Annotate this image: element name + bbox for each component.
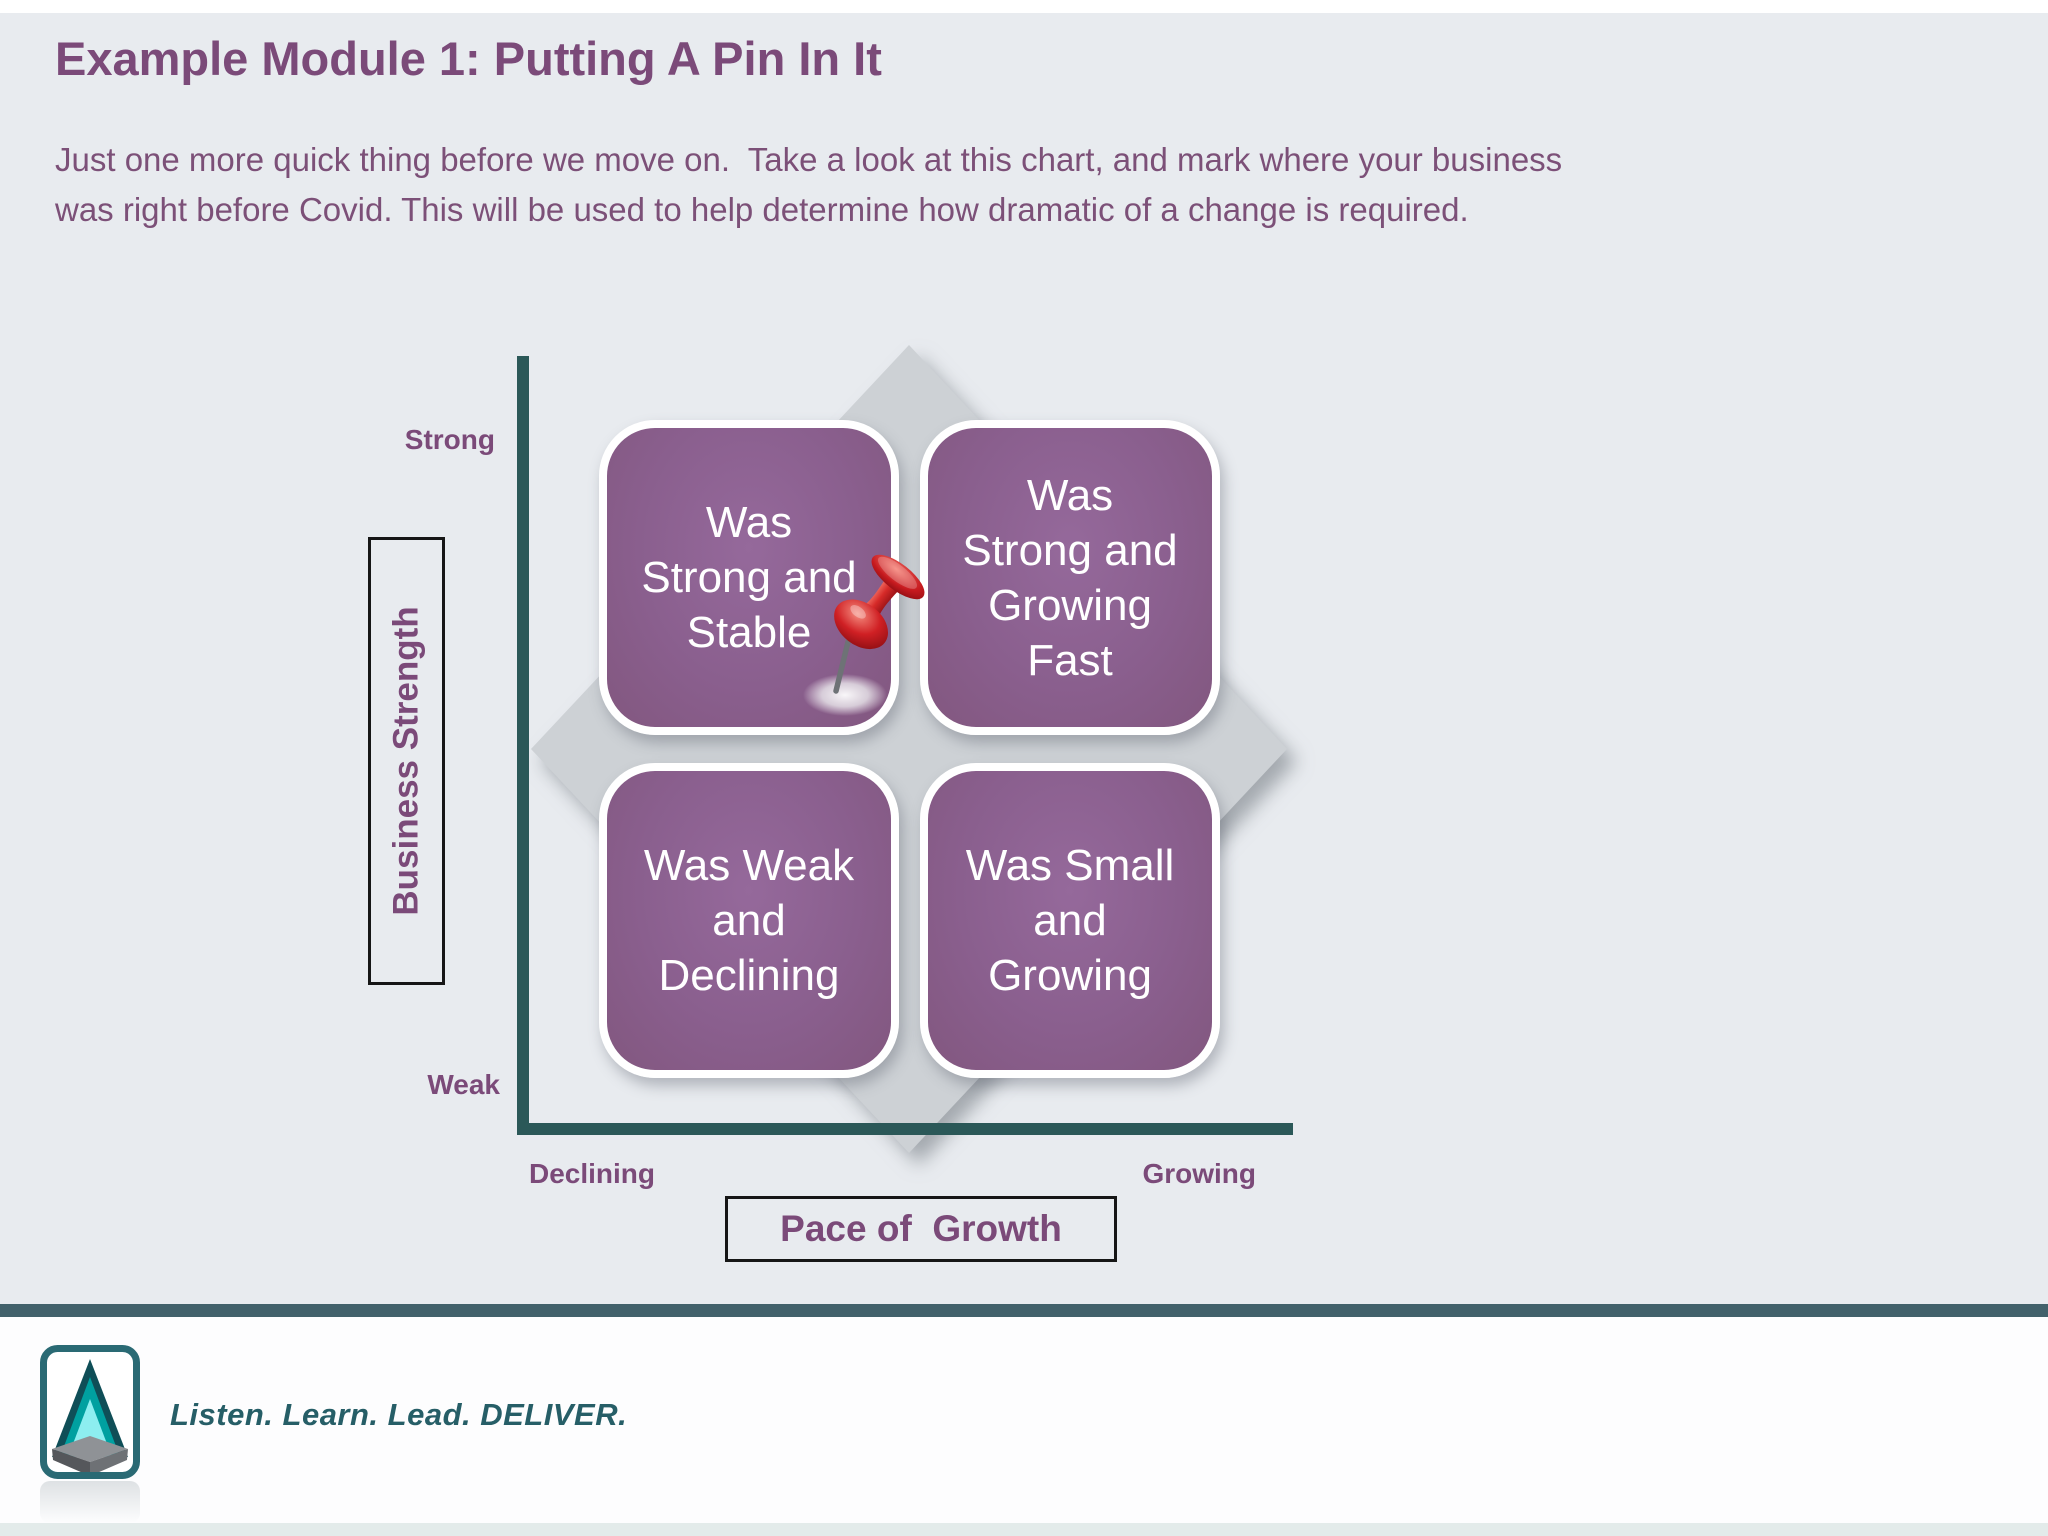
y-axis-tick-strong: Strong: [404, 424, 495, 455]
x-axis-tick-declining: Declining: [529, 1158, 656, 1189]
quadrant-was-small-and-growing[interactable]: Was Small and Growing: [920, 763, 1220, 1078]
top-margin-strip: [0, 0, 2048, 13]
y-axis-tick-weak: Weak: [427, 1069, 500, 1100]
y-axis-line: [517, 356, 529, 1135]
footer: Listen. Learn. Lead. DELIVER.: [0, 1317, 2048, 1523]
footer-tagline: Listen. Learn. Lead. DELIVER.: [170, 1397, 628, 1432]
intro-text-line-1: Just one more quick thing before we move…: [55, 141, 1563, 178]
x-axis-label-box: Pace of Growth: [725, 1196, 1117, 1262]
pin-needle: [833, 639, 851, 694]
bottom-margin-strip: [0, 1523, 2048, 1536]
y-axis-label: Business Strength: [386, 606, 426, 916]
quadrant-was-strong-and-growing-fast[interactable]: Was Strong and Growing Fast: [920, 420, 1220, 735]
quadrant-was-strong-and-stable[interactable]: Was Strong and Stable: [599, 420, 899, 735]
y-axis-label-box: Business Strength: [368, 537, 445, 985]
company-logo: [40, 1345, 140, 1479]
footer-separator-bar: [0, 1304, 2048, 1317]
pin-glow: [803, 674, 887, 716]
x-axis-line: [517, 1123, 1293, 1135]
logo-reflection: [40, 1481, 140, 1523]
red-pushpin-icon[interactable]: [798, 542, 938, 722]
quadrant-was-weak-and-declining[interactable]: Was Weak and Declining: [599, 763, 899, 1078]
x-axis-label: Pace of Growth: [780, 1208, 1062, 1249]
intro-text-line-2: was right before Covid. This will be use…: [55, 191, 1469, 228]
x-axis-tick-growing: Growing: [1142, 1158, 1256, 1189]
page-title: Example Module 1: Putting A Pin In It: [55, 32, 882, 85]
